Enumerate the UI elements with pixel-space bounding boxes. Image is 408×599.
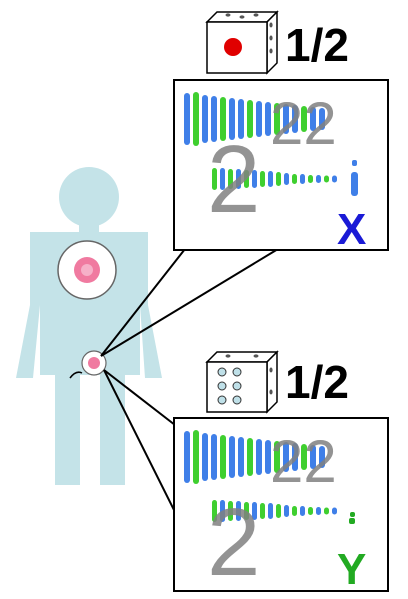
panel-frame — [173, 417, 389, 592]
sperm-tail — [69, 371, 83, 379]
chromosome — [300, 174, 305, 184]
chromosome — [265, 102, 271, 136]
callout-line — [100, 248, 186, 357]
chromosome — [274, 441, 280, 473]
probability-label-top: 1/2 — [285, 19, 349, 71]
chromosome — [220, 500, 225, 522]
die-bottom — [205, 350, 279, 414]
callout-line — [103, 369, 176, 513]
chromosome — [308, 175, 313, 183]
chromosome — [212, 500, 217, 522]
chromosome — [292, 174, 297, 184]
chromosome — [252, 502, 257, 520]
chromosome-set — [184, 430, 337, 522]
chromosome — [244, 170, 249, 188]
callout-line — [100, 248, 279, 357]
chromosome — [300, 506, 305, 516]
chromosome — [202, 433, 208, 481]
chromosome — [260, 503, 265, 519]
chromosome — [184, 93, 190, 145]
chromosome — [184, 431, 190, 483]
six-pips — [217, 367, 242, 405]
die-top — [205, 10, 279, 75]
chromosome — [252, 170, 257, 188]
chromosome — [220, 97, 226, 141]
x-chromosome — [351, 172, 358, 196]
chromosome — [332, 507, 337, 515]
chromosome — [284, 505, 289, 517]
chromosome — [220, 435, 226, 479]
callout-line — [103, 369, 176, 426]
chromosome — [316, 507, 321, 515]
neck — [79, 223, 99, 233]
chromosome — [244, 502, 249, 520]
chromosome — [238, 99, 244, 139]
chromosome — [283, 442, 289, 472]
chromosome — [265, 440, 271, 474]
chromosome — [247, 438, 253, 476]
chromosome — [292, 443, 298, 471]
chromosome — [212, 168, 217, 190]
chromosome — [268, 171, 273, 187]
human-body-figure — [16, 167, 162, 485]
sex-chromosome-y-label: Y — [337, 545, 366, 594]
callout-lines — [100, 248, 279, 513]
chromosome — [256, 439, 262, 475]
chromosome — [211, 96, 217, 142]
chromosome — [229, 98, 235, 140]
chromosome — [256, 101, 262, 137]
chromosome — [202, 95, 208, 143]
chromosome — [236, 169, 241, 189]
sperm-cell — [69, 350, 107, 379]
chromosome — [308, 507, 313, 515]
red-pip — [224, 38, 242, 56]
autosome-count-big: 2 — [207, 126, 260, 233]
chromosome — [276, 172, 281, 186]
chromosome — [284, 173, 289, 185]
autosome-count-superscript: 22 — [270, 428, 337, 495]
chromosome — [310, 445, 316, 469]
x-chromosome-small — [352, 160, 357, 166]
head — [59, 167, 119, 227]
chromosome — [229, 436, 235, 478]
chromosome — [274, 103, 280, 135]
chest-cell — [57, 240, 117, 300]
probability-label-bottom: 1/2 — [285, 356, 349, 408]
chromosome — [211, 434, 217, 480]
chromosome — [276, 504, 281, 518]
chromosome — [292, 506, 297, 516]
chromosome — [292, 105, 298, 133]
chromosome — [301, 106, 307, 132]
chromosome — [319, 108, 325, 130]
autosome-count-superscript: 22 — [270, 90, 337, 157]
autosome-count-big: 2 — [207, 489, 260, 596]
chromosome — [193, 92, 199, 146]
chromosome — [324, 175, 329, 183]
chromosome — [193, 430, 199, 484]
y-chromosome — [349, 518, 355, 524]
chromosome — [260, 171, 265, 187]
chromosome — [332, 175, 337, 183]
chromosome — [319, 446, 325, 468]
chromosome — [236, 501, 241, 521]
chromosome — [247, 100, 253, 138]
chromosome — [238, 437, 244, 477]
chromosome — [301, 444, 307, 470]
chromosome — [268, 503, 273, 519]
sex-chromosome-x-label: X — [337, 205, 366, 254]
karyotype-panel-top: 2 22 X — [173, 79, 389, 254]
chromosome — [228, 169, 233, 189]
chromosome-set — [184, 92, 337, 190]
y-chromosome-small — [350, 512, 355, 517]
chromosome — [228, 501, 233, 521]
nucleolus — [81, 264, 93, 276]
karyotype-panel-bottom: 2 22 Y — [173, 417, 389, 596]
chromosome — [310, 107, 316, 131]
sperm-nucleus — [88, 357, 100, 369]
chromosome — [283, 104, 289, 134]
chromosome — [316, 175, 321, 183]
chromosome — [324, 507, 329, 515]
chromosome — [220, 168, 225, 190]
